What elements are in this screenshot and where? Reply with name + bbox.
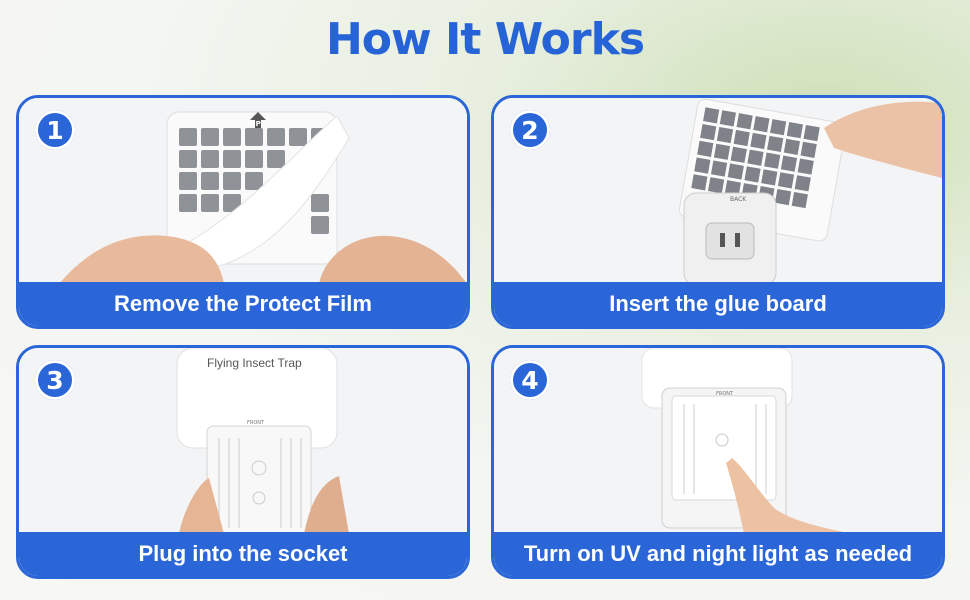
step-number-badge: 2 xyxy=(510,110,550,150)
step-number-badge: 4 xyxy=(510,360,550,400)
step-number-badge: 1 xyxy=(35,110,75,150)
step-card-2: BACK 2 Insert the glue board xyxy=(491,95,945,329)
step-caption: Turn on UV and night light as needed xyxy=(494,532,942,576)
step-caption: Remove the Protect Film xyxy=(19,282,467,326)
step-caption: Insert the glue board xyxy=(494,282,942,326)
front-label: FRONT xyxy=(247,420,265,426)
step-2-illustration xyxy=(494,98,942,284)
step-caption: Plug into the socket xyxy=(19,532,467,576)
step-3-illustration xyxy=(19,348,467,534)
up-label: UP xyxy=(250,120,261,128)
step-card-3: Flying Insect Trap FRONT 3 Plug into the… xyxy=(16,345,470,579)
up-arrow-icon xyxy=(250,112,266,128)
page-title: How It Works xyxy=(325,14,645,65)
back-label: BACK xyxy=(730,196,747,203)
step-number-badge: 3 xyxy=(35,360,75,400)
product-name-label: Flying Insect Trap xyxy=(207,356,302,370)
step-1-illustration xyxy=(19,98,467,284)
front-label: FRONT xyxy=(716,391,734,397)
step-card-4: FRONT 4 Turn on UV and night light as ne… xyxy=(491,345,945,579)
step-4-illustration xyxy=(494,348,942,534)
step-card-1: UP 1 Remove the Protect Film xyxy=(16,95,470,329)
